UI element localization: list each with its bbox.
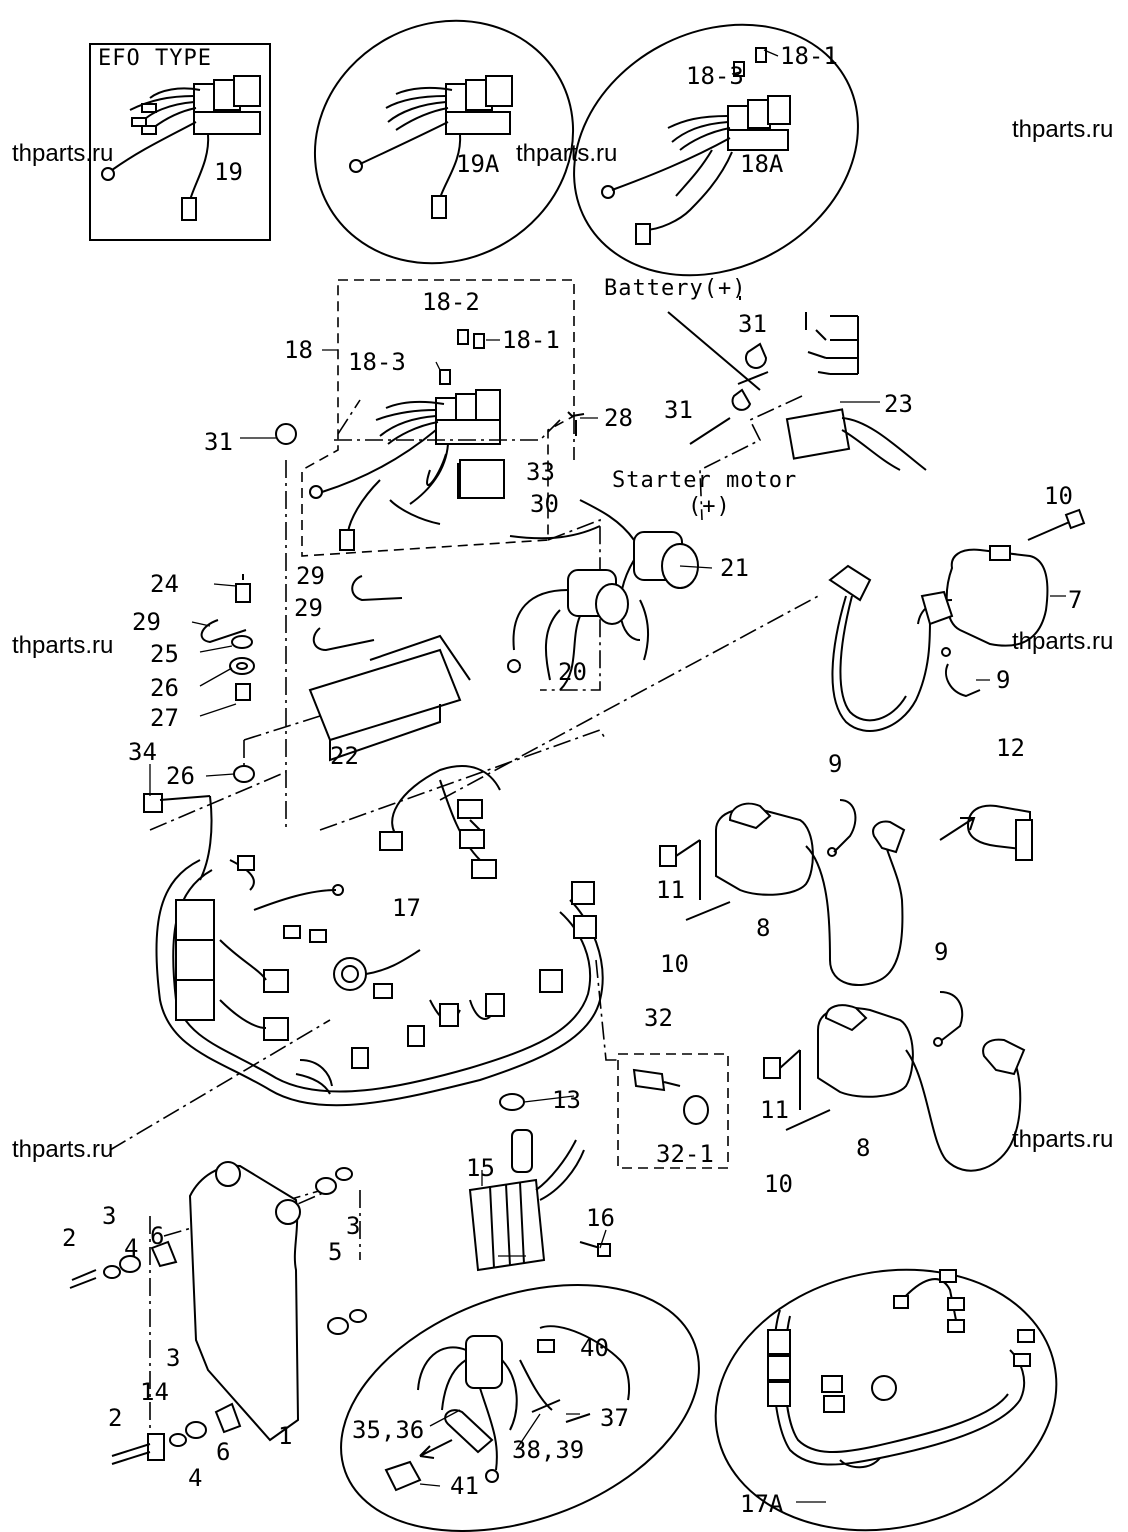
label-part-13: 13	[552, 1086, 581, 1114]
watermark: thparts.ru	[12, 1136, 114, 1163]
label-battery: Battery(+)	[604, 276, 747, 301]
label-part-29-c: 29	[294, 594, 323, 622]
label-part-31-a: 31	[738, 310, 767, 338]
wire-harness-17	[155, 765, 604, 1107]
label-part-17: 17	[392, 894, 421, 922]
label-part-28: 28	[604, 404, 633, 432]
ignition-coil-7	[828, 508, 1086, 732]
solenoids-20-21	[459, 459, 699, 691]
label-part-18: 18	[284, 336, 313, 364]
sensor-32	[617, 1053, 729, 1169]
label-starter-plus: (+)	[688, 494, 731, 519]
watermark: thparts.ru	[12, 632, 114, 659]
label-part-18-3: 18-3	[348, 348, 406, 376]
label-part-10-a: 10	[1044, 482, 1073, 510]
label-part-35-36: 35,36	[352, 1416, 425, 1444]
label-part-30: 30	[530, 490, 559, 518]
label-part-6-b: 6	[216, 1438, 231, 1466]
label-part-4-b: 4	[188, 1464, 203, 1492]
ignition-coil-8-lower	[763, 991, 1026, 1172]
label-part-27: 27	[150, 704, 179, 732]
label-part-5: 5	[328, 1238, 343, 1266]
watermark: thparts.ru	[1012, 116, 1114, 143]
label-part-11-a: 11	[656, 876, 685, 904]
label-part-34: 34	[128, 738, 157, 766]
label-part-26-b: 26	[166, 762, 195, 790]
cdi-unit-1	[69, 1161, 367, 1465]
label-part-7: 7	[1068, 586, 1083, 614]
label-part-4-a: 4	[124, 1234, 139, 1262]
efo-type-title: EFO TYPE	[98, 46, 212, 71]
label-part-19a: 19A	[456, 150, 500, 178]
label-part-9-b: 9	[828, 750, 843, 778]
label-part-9-c: 9	[934, 938, 949, 966]
label-part-18a: 18A	[740, 150, 784, 178]
label-part-19: 19	[214, 158, 243, 186]
label-part-25: 25	[150, 640, 179, 668]
label-part-18-1-inset: 18-1	[780, 42, 838, 70]
ignition-coil-8-upper	[659, 799, 906, 987]
label-part-32: 32	[644, 1004, 673, 1032]
label-part-18-2: 18-2	[422, 288, 480, 316]
label-part-37: 37	[600, 1404, 629, 1432]
label-part-24: 24	[150, 570, 179, 598]
mount-hardware	[200, 574, 471, 783]
inset-efo-frame	[89, 43, 271, 241]
inset-bottom-center	[340, 1284, 700, 1532]
label-part-41: 41	[450, 1472, 479, 1500]
inset-18a-frame	[573, 23, 859, 277]
label-part-3-c: 3	[166, 1344, 181, 1372]
spark-plug-cap-12	[939, 804, 1033, 861]
starter-relay-23	[275, 296, 927, 471]
watermark: thparts.ru	[1012, 628, 1114, 655]
label-part-38-39: 38,39	[512, 1436, 585, 1464]
label-part-8-b: 8	[856, 1134, 871, 1162]
label-part-2-a: 2	[62, 1224, 77, 1252]
label-part-21: 21	[720, 554, 749, 582]
label-part-11-b: 11	[760, 1096, 789, 1124]
label-leaders	[149, 49, 1066, 1503]
label-part-31-b: 31	[664, 396, 693, 424]
inset-bottom-right	[714, 1268, 1058, 1532]
label-part-9-a: 9	[996, 666, 1011, 694]
label-part-31-c: 31	[204, 428, 233, 456]
fuse-34	[143, 793, 213, 881]
label-part-29-a: 29	[132, 608, 161, 636]
label-part-33: 33	[526, 458, 555, 486]
label-part-8-a: 8	[756, 914, 771, 942]
label-part-18-3-inset: 18-3	[686, 62, 744, 90]
label-part-17a: 17A	[740, 1490, 784, 1518]
label-part-10-b: 10	[660, 950, 689, 978]
label-part-26-a: 26	[150, 674, 179, 702]
label-part-3-a: 3	[102, 1202, 117, 1230]
label-part-2-b: 2	[108, 1404, 123, 1432]
label-part-20: 20	[558, 658, 587, 686]
label-part-18-1: 18-1	[502, 326, 560, 354]
watermark: thparts.ru	[12, 140, 114, 167]
label-part-1: 1	[278, 1422, 293, 1450]
label-part-23: 23	[884, 390, 913, 418]
inset-19a-frame	[313, 19, 575, 265]
label-part-22: 22	[330, 742, 359, 770]
label-part-16: 16	[586, 1204, 615, 1232]
label-part-29-b: 29	[296, 562, 325, 590]
rectifier-15	[468, 1093, 611, 1272]
watermark: thparts.ru	[516, 140, 618, 167]
label-part-14: 14	[140, 1378, 169, 1406]
label-part-40: 40	[580, 1334, 609, 1362]
label-part-32-1: 32-1	[656, 1140, 714, 1168]
label-part-15: 15	[466, 1154, 495, 1182]
label-starter-motor: Starter motor	[612, 468, 798, 493]
label-part-6-a: 6	[150, 1222, 165, 1250]
label-part-10-c: 10	[764, 1170, 793, 1198]
label-part-12: 12	[996, 734, 1025, 762]
label-part-3-b: 3	[346, 1212, 361, 1240]
watermark: thparts.ru	[1012, 1126, 1114, 1153]
